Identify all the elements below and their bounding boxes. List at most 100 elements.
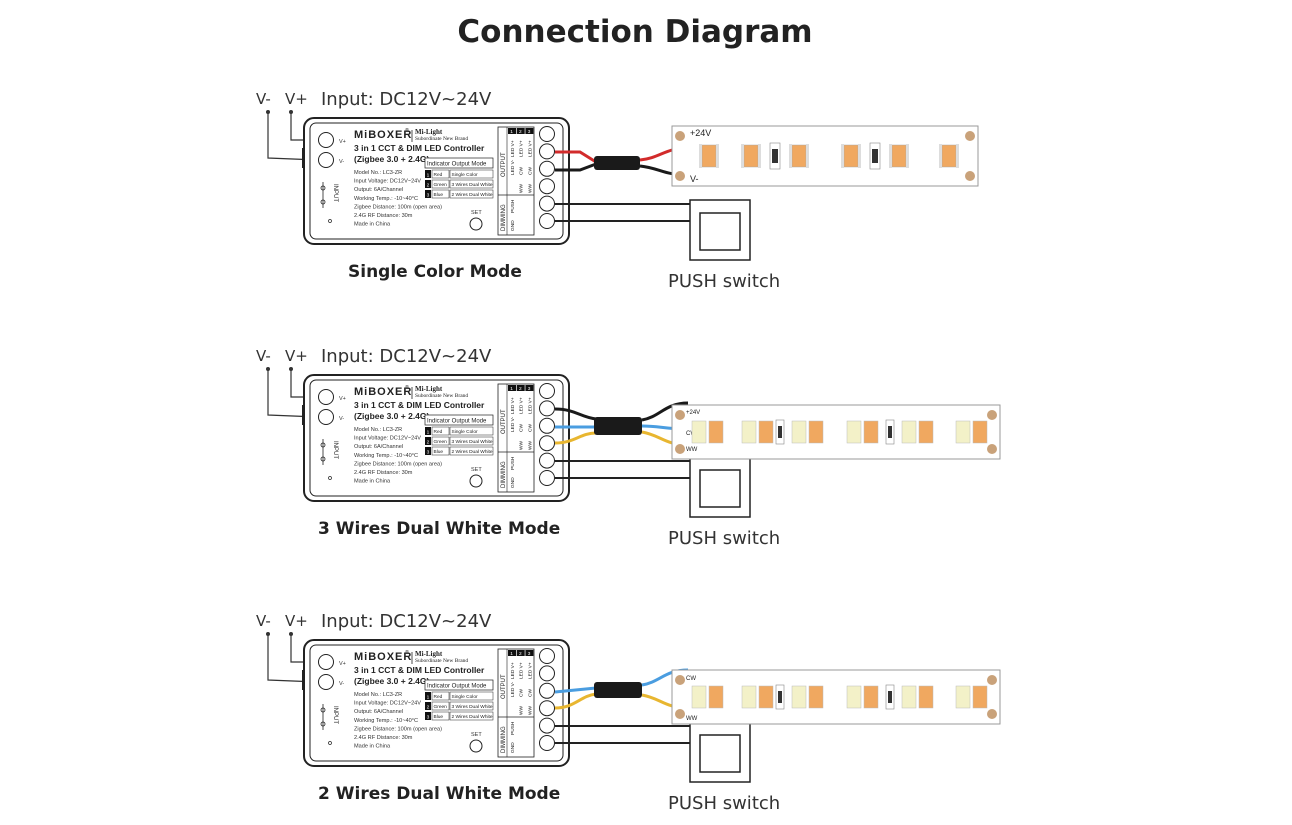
- column-header: 1: [510, 129, 513, 135]
- led-chip-warm: [918, 685, 934, 709]
- connector-vminus-label: V-: [339, 416, 344, 422]
- brand-registered-mark: ®: [405, 649, 409, 656]
- led-chip: [791, 144, 807, 168]
- cable-sheath: [594, 417, 642, 435]
- indicator-color: Green: [434, 704, 448, 710]
- side-tab-left: [302, 405, 305, 425]
- input-connector-vminus: [318, 409, 334, 425]
- wire-black-out: [555, 162, 597, 172]
- mode-label: 3 Wires Dual White Mode: [318, 519, 560, 539]
- indicator-mode-box: [449, 701, 494, 711]
- spec-line: Made in China: [354, 479, 391, 485]
- indicator-mode: 2 Wires Dual White: [452, 714, 493, 720]
- indicator-num-box: [425, 180, 431, 188]
- dimming-terminal-label: GND: [510, 220, 516, 231]
- terminal-label-frame: [497, 383, 535, 493]
- dimming-vertical-label: DIMMING: [501, 204, 507, 231]
- spec-line: Model No.: LC3-ZR: [354, 170, 402, 176]
- input-connector-vminus: [318, 674, 334, 690]
- solder-pad: [987, 444, 997, 454]
- indicator-color-box: [431, 169, 450, 179]
- output-terminal-connector: [539, 435, 555, 452]
- terminal-label-frame: [497, 648, 535, 758]
- output-terminal-label: LED V+: [510, 397, 516, 414]
- output-terminal-label: LED V+: [527, 662, 533, 679]
- led-chip-terminal: [741, 144, 744, 168]
- indicator-num-box: [425, 427, 431, 435]
- indicator-color: Green: [434, 439, 448, 445]
- column-header: 1: [510, 386, 513, 392]
- input-voltage-label: Input: DC12V~24V: [321, 89, 492, 110]
- input-voltage-label: Input: DC12V~24V: [321, 346, 492, 367]
- spec-line: 2.4G RF Distance: 30m: [354, 213, 413, 219]
- resistor-body: [778, 691, 782, 703]
- spec-line: Working Temp.: -10~40°C: [354, 453, 418, 459]
- controller-protocol: (Zigbee 3.0 + 2.4G): [354, 154, 430, 164]
- subbrand-name: Mi-Light: [415, 650, 443, 658]
- indicator-title-box: [424, 414, 494, 426]
- indicator-color-box: [431, 436, 450, 446]
- output-terminal-label: LED V+: [527, 140, 533, 157]
- strip-polarity-label: WW: [686, 716, 698, 722]
- controller-inner-outline: [309, 644, 564, 762]
- output-terminal-label: LED V+: [510, 140, 516, 157]
- output-terminal-connector: [539, 383, 555, 399]
- wire-black-strip: [641, 401, 689, 422]
- input-symbol-minus: [320, 456, 326, 462]
- led-chip-warm: [758, 420, 774, 444]
- wire-black-out: [554, 407, 597, 421]
- subbrand-tag: Subordinate New Brand: [415, 658, 468, 664]
- output-vertical-label: OUTPUT: [501, 409, 507, 434]
- indicator-num: 2: [427, 182, 430, 188]
- led-chip: [941, 144, 957, 168]
- indicator-color-box: [431, 446, 450, 456]
- strip-polarity-label: CW: [686, 431, 696, 437]
- indicator-color-box: [431, 189, 450, 199]
- output-terminal-label: LED V+: [519, 140, 525, 157]
- led-chip: [701, 144, 717, 168]
- push-switch-button: [699, 212, 741, 251]
- column-header: 2: [519, 386, 522, 392]
- strip-polarity-label: CW: [686, 676, 696, 682]
- resistor-body: [888, 426, 892, 438]
- diagram-title: Connection Diagram: [457, 14, 813, 50]
- brand-registered-mark: ®: [405, 127, 409, 134]
- indicator-mode-box: [449, 711, 494, 721]
- indicator-color: Green: [434, 182, 448, 188]
- indicator-title-box: [424, 157, 494, 169]
- indicator-num: 2: [427, 704, 430, 710]
- input-vertical-label: INPUT: [332, 184, 338, 202]
- controller-name: 3 in 1 CCT & DIM LED Controller: [354, 665, 485, 675]
- indicator-num: 1: [427, 172, 430, 178]
- indicator-color: Red: [434, 429, 443, 435]
- output-terminal-label: CW: [519, 167, 525, 175]
- controller-name: 3 in 1 CCT & DIM LED Controller: [354, 143, 485, 153]
- column-header: 3: [528, 129, 531, 135]
- spec-line: Output: 6A/Channel: [354, 444, 403, 450]
- output-terminal-connector: [539, 126, 555, 142]
- column-header-box: [516, 128, 525, 134]
- input-symbol-plus: [320, 707, 326, 713]
- indicator-color: Red: [434, 694, 443, 700]
- column-header-box: [516, 385, 525, 391]
- resistor-body: [872, 149, 878, 163]
- input-connector-vplus: [318, 132, 334, 148]
- output-terminal-label: LED V-: [510, 681, 516, 697]
- column-header: 3: [528, 651, 531, 657]
- led-chip: [743, 144, 759, 168]
- column-header-box: [525, 128, 534, 134]
- v-minus-label: V-: [256, 90, 271, 108]
- led-chip-cool: [791, 420, 807, 444]
- led-chip-cool: [846, 420, 862, 444]
- led-strip-body: [671, 125, 979, 187]
- led-chip-cool: [791, 685, 807, 709]
- input-terminal-plus: [289, 110, 293, 114]
- push-switch-button: [699, 469, 741, 508]
- output-terminal-connector: [539, 452, 555, 469]
- input-symbol-minus: [320, 199, 326, 205]
- output-terminal-label: WW: [519, 705, 525, 715]
- spec-line: Model No.: LC3-ZR: [354, 692, 402, 698]
- terminal-label-frame: [497, 126, 535, 236]
